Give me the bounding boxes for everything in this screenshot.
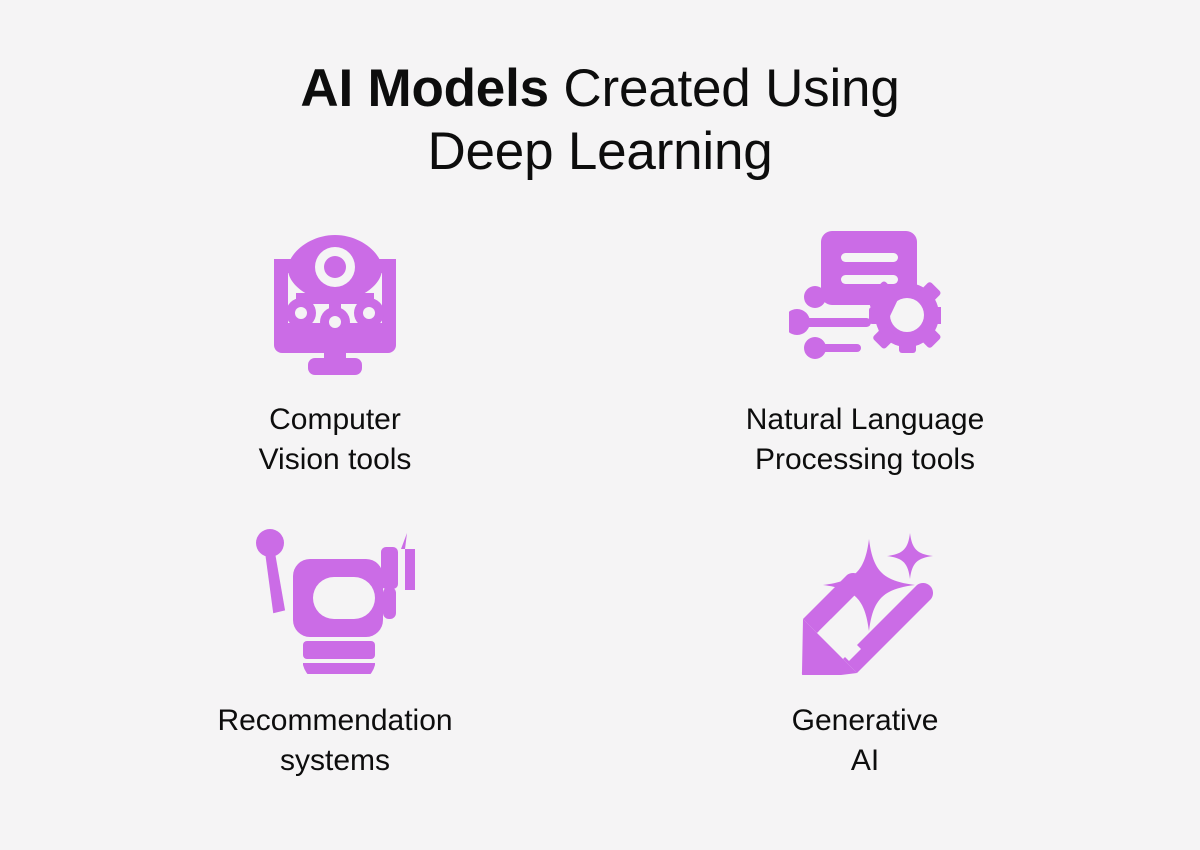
label-line-1: Natural Language xyxy=(745,403,985,437)
title-line-1-rest: Created Using xyxy=(548,59,900,118)
label-line-1: Computer xyxy=(269,403,401,437)
category-label-natural-language-processing: Natural Language Processing tools xyxy=(746,400,985,480)
category-item-recommendation-systems: Recommendation systems xyxy=(70,524,600,781)
natural-language-processing-icon xyxy=(780,223,950,378)
label-line-2: Processing tools xyxy=(754,442,976,476)
recommendation-robot-thumbs-up-icon xyxy=(250,524,420,679)
category-item-natural-language-processing: Natural Language Processing tools xyxy=(600,223,1130,480)
label-line-2: systems xyxy=(279,743,390,777)
generative-ai-magic-pencil-icon xyxy=(780,524,950,679)
label-line-2: AI xyxy=(850,743,880,777)
category-item-generative-ai: Generative AI xyxy=(600,524,1130,781)
model-category-grid: Computer Vision tools xyxy=(70,223,1130,781)
page-title: AI Models Created Using Deep Learning xyxy=(150,58,1050,183)
computer-vision-icon xyxy=(250,223,420,378)
title-line-2: Deep Learning xyxy=(427,121,773,181)
label-line-2: Vision tools xyxy=(258,442,412,476)
category-item-computer-vision: Computer Vision tools xyxy=(70,223,600,480)
category-label-recommendation-systems: Recommendation systems xyxy=(217,701,452,781)
title-emphasis: AI Models xyxy=(300,59,549,118)
category-label-computer-vision: Computer Vision tools xyxy=(259,400,412,480)
label-line-1: Recommendation xyxy=(217,703,453,737)
title-line-1: AI Models Created Using xyxy=(150,58,1050,121)
label-line-1: Generative xyxy=(791,703,939,737)
category-label-generative-ai: Generative AI xyxy=(792,701,939,781)
